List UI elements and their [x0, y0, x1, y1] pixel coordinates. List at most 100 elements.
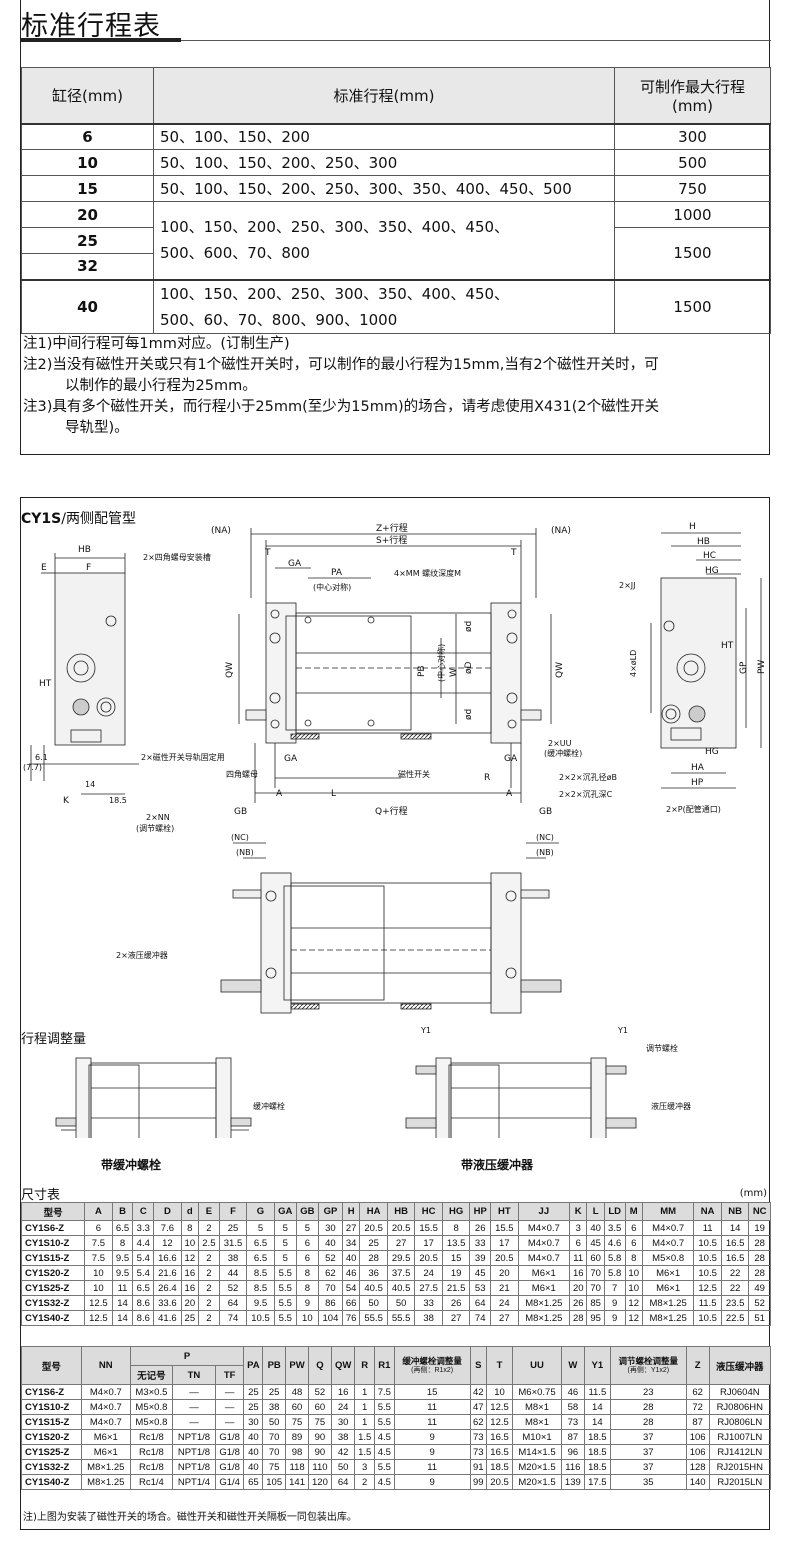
table-cell: 21.5: [441, 1280, 471, 1296]
table-cell: M6×1: [641, 1265, 695, 1281]
table-cell: 96: [560, 1444, 585, 1460]
table-cell: 11.5: [583, 1384, 611, 1400]
table-cell: M4×0.7: [80, 1384, 131, 1400]
table-cell: 70: [262, 1444, 287, 1460]
table-cell: 104: [317, 1310, 344, 1326]
table-row: 10 50、100、150、200、250、300 500: [21, 149, 771, 176]
table-cell: 47: [469, 1399, 488, 1415]
table-cell: 48: [285, 1384, 309, 1400]
table-cell: 58: [560, 1399, 585, 1415]
table-cell: M10×1: [512, 1429, 562, 1445]
table-cell: 25: [180, 1310, 200, 1326]
table-cell: M4×0.7: [80, 1399, 131, 1415]
table-cell: 26: [441, 1295, 471, 1311]
label-hb: HB: [78, 545, 91, 555]
table-cell: M8×1.25: [80, 1459, 131, 1475]
label-ht: HT: [39, 679, 52, 689]
table-cell: 10: [624, 1265, 643, 1281]
header-cushion-sub: (再侧：R1x2): [411, 1366, 454, 1374]
table-cell: 25: [359, 1235, 388, 1251]
table-cell: 8.5: [246, 1280, 275, 1296]
table-cell: 98: [285, 1444, 309, 1460]
table-cell: 118: [285, 1459, 309, 1475]
table-cell: 65: [243, 1474, 264, 1490]
table-cell: 8: [624, 1250, 643, 1266]
table-cell: Rc1/8: [129, 1429, 174, 1445]
note-3: 注3)具有多个磁性开关，而行程小于25mm(至少为15mm)的场合，请考虑使用X…: [23, 399, 660, 415]
footnote: 注)上图为安装了磁性开关的场合。磁性开关和磁性开关隔板一同包装出库。: [23, 1512, 357, 1523]
table-cell: G1/8: [214, 1429, 245, 1445]
table-cell: CY1S20-Z: [21, 1429, 82, 1445]
table-cell: 139: [560, 1474, 585, 1490]
label-nc-left: (NC): [231, 833, 249, 842]
table-cell: —: [214, 1384, 245, 1400]
unit-label: (mm): [739, 1188, 767, 1199]
table-cell: 10.5: [246, 1310, 275, 1326]
stroke-cell-group: 100、150、200、250、300、350、400、450、 500、600…: [153, 201, 615, 280]
label-port: 2×P(配管通口): [666, 804, 721, 814]
table-cell: 75: [285, 1414, 309, 1430]
table-cell: 2.5: [198, 1235, 220, 1251]
table-header: R1: [374, 1346, 395, 1385]
table-cell: 1.5: [354, 1444, 376, 1460]
label-ga: GA: [288, 559, 302, 569]
label-sw-rail: 2×磁性开关导轨固定用: [141, 752, 225, 762]
label-hb-right: HB: [697, 537, 710, 547]
table-cell: 9.5: [111, 1250, 134, 1266]
title-rule: [181, 40, 771, 41]
table-header: L: [586, 1202, 605, 1221]
table-cell: CY1S15-Z: [20, 1250, 86, 1266]
table-header: Q: [308, 1346, 332, 1385]
table-cell: RJ0806HN: [708, 1399, 772, 1415]
table-row: 15 50、100、150、200、250、300、350、400、450、50…: [21, 175, 771, 202]
table-cell: 11: [393, 1414, 471, 1430]
table-cell: 22: [720, 1280, 750, 1296]
table-cell: 34: [341, 1235, 361, 1251]
table-cell: 27.5: [414, 1280, 443, 1296]
table-cell: CY1S6-Z: [20, 1220, 86, 1236]
table-cell: 4.4: [132, 1235, 155, 1251]
label-185: 18.5: [109, 796, 127, 805]
table-row: 32: [21, 253, 771, 280]
table-cell: 90: [308, 1444, 332, 1460]
bore-cell: 20: [21, 201, 154, 228]
table-cell: 20: [180, 1295, 200, 1311]
table-cell: 6: [569, 1235, 588, 1251]
table-cell: CY1S20-Z: [20, 1265, 86, 1281]
table-cell: 91: [469, 1459, 488, 1475]
table-header: A: [84, 1202, 113, 1221]
table-cell: M4×0.7: [517, 1235, 571, 1251]
table-cell: 5.5: [374, 1459, 395, 1475]
table-cell: 12.5: [84, 1295, 113, 1311]
table-header: QW: [330, 1346, 356, 1385]
table-cell: 10: [84, 1280, 113, 1296]
table-cell: 11: [569, 1250, 588, 1266]
table-header: HG: [441, 1202, 471, 1221]
table-header: 型号: [20, 1202, 86, 1221]
table-cell: 5.4: [132, 1265, 155, 1281]
table-cell: 53: [469, 1280, 492, 1296]
label-na-right: (NA): [551, 526, 571, 536]
table-cell: 5.4: [132, 1250, 155, 1266]
table-cell: 3.5: [603, 1220, 626, 1236]
drawing-title: CY1S/两侧配管型: [21, 508, 136, 528]
table-cell: 28: [609, 1399, 687, 1415]
header-cushion: 缓冲螺栓调整量: [402, 1355, 462, 1366]
table-cell: 41.6: [153, 1310, 182, 1326]
table-cell: 24: [490, 1295, 519, 1311]
table-cell: 16: [330, 1384, 356, 1400]
table-cell: M6×1: [80, 1444, 131, 1460]
table-cell: 16.6: [153, 1250, 182, 1266]
table-cell: RJ0604N: [708, 1384, 772, 1400]
model-series: CY1S: [21, 511, 62, 527]
table-cell: 12: [624, 1295, 643, 1311]
table-cell: 22.5: [720, 1310, 750, 1326]
table-cell: 5.5: [374, 1399, 395, 1415]
table-cell: 62: [469, 1414, 488, 1430]
label-hg-bottom: HG: [705, 747, 719, 757]
